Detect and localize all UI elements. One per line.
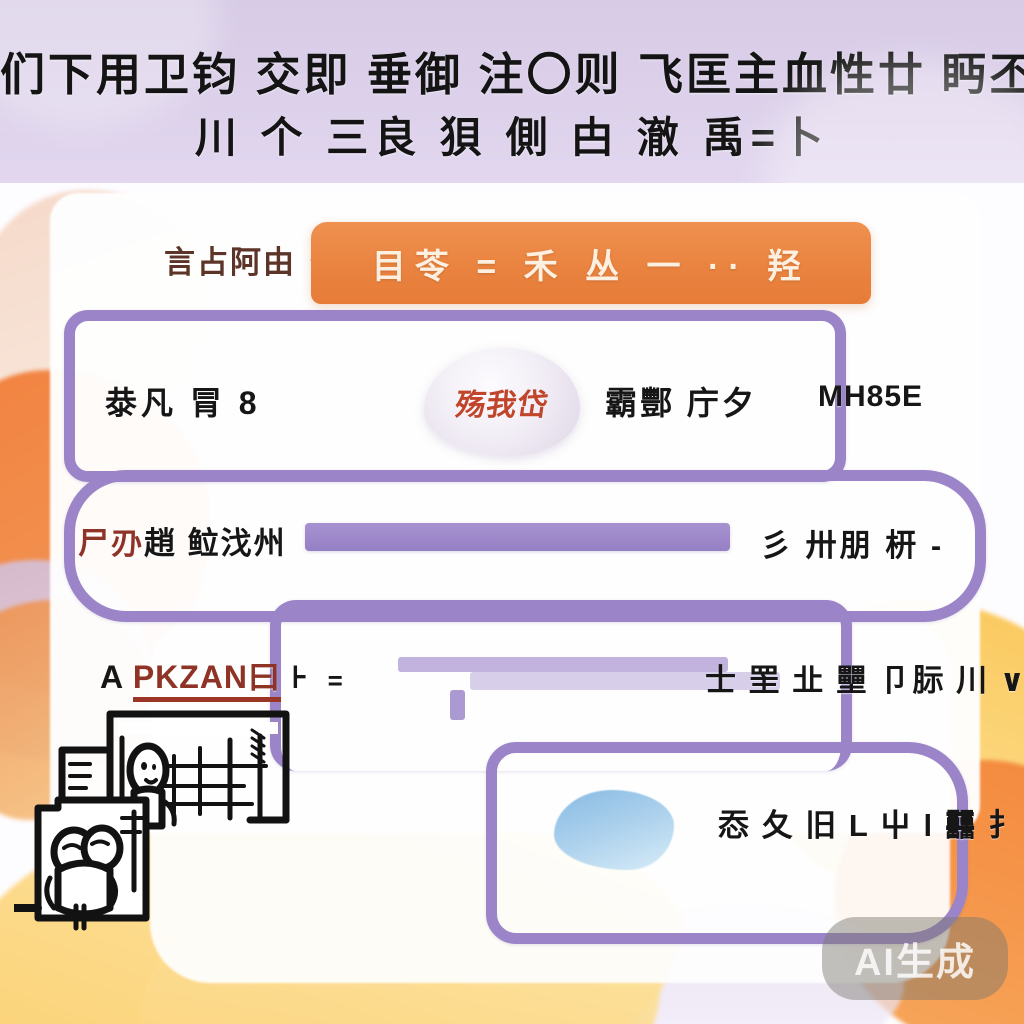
orange-banner[interactable]: 目苓 = 禾 丛 一 ·· 羟 xyxy=(311,222,871,346)
row3-left-label: A PKZAN曰 ⊦ ﹦ xyxy=(100,652,353,702)
orange-banner-label: 目苓 = 禾 丛 一 ·· 羟 xyxy=(371,247,811,286)
blue-blob-icon xyxy=(554,790,674,870)
row1-middle-label: 霸酆 庁夕 xyxy=(605,385,757,421)
row1-left-label: 㳟凡 冐 8 xyxy=(105,385,261,421)
row1-right-label: MH85E xyxy=(818,380,924,413)
row3-right-label: 士 罜 㐀 壨 卩䏡 川 ∨ xyxy=(705,663,1024,698)
oval-badge-label: 殇我岱 xyxy=(452,389,551,422)
row2-left-rest: 趙 䲞㳀州 xyxy=(144,526,287,561)
frame-row-4 xyxy=(486,742,968,944)
oval-badge[interactable]: 殇我岱 xyxy=(424,348,580,456)
frame-row-3 xyxy=(270,600,852,771)
cartoon-figures-illustration xyxy=(4,700,354,1000)
row3-left-plain: A xyxy=(100,659,133,695)
progress-bar-light-lower xyxy=(470,672,780,690)
header-band: 们下用卫钧 交即 垂御 注〇则 飞匡主血性廿 眄丕 针徂争 川 个 三良 狽 側… xyxy=(0,0,1024,183)
row2-right-label: 彡 卅朋 枅 - xyxy=(760,528,945,563)
page-subtitle: 川 个 三良 狽 側 甴 澈 禹=卜 xyxy=(194,114,830,161)
row3-left-accent: PKZAN曰 xyxy=(132,659,282,702)
row2-left-label: 尸刅趙 䲞㳀州 xyxy=(78,518,287,563)
page-title: 们下用卫钧 交即 垂御 注〇则 飞匡主血性廿 眄丕 针徂争 xyxy=(0,49,1024,100)
row3-left-tail: ⊦ ﹦ xyxy=(281,659,353,695)
progress-bar-light-upper xyxy=(398,657,728,672)
frame-row-2 xyxy=(64,470,986,622)
progress-bar-stub xyxy=(450,690,465,720)
progress-bar-solid xyxy=(305,523,730,551)
ai-generated-watermark: AI生成 xyxy=(821,917,1008,1000)
row2-left-accent: 尸刅 xyxy=(78,526,144,561)
banner-left-label: 言占阿由 ↑ xyxy=(164,245,325,280)
row4-right-label: 㤁 夂 旧 L 屮 l 䨻 扌 - xyxy=(718,808,1024,843)
